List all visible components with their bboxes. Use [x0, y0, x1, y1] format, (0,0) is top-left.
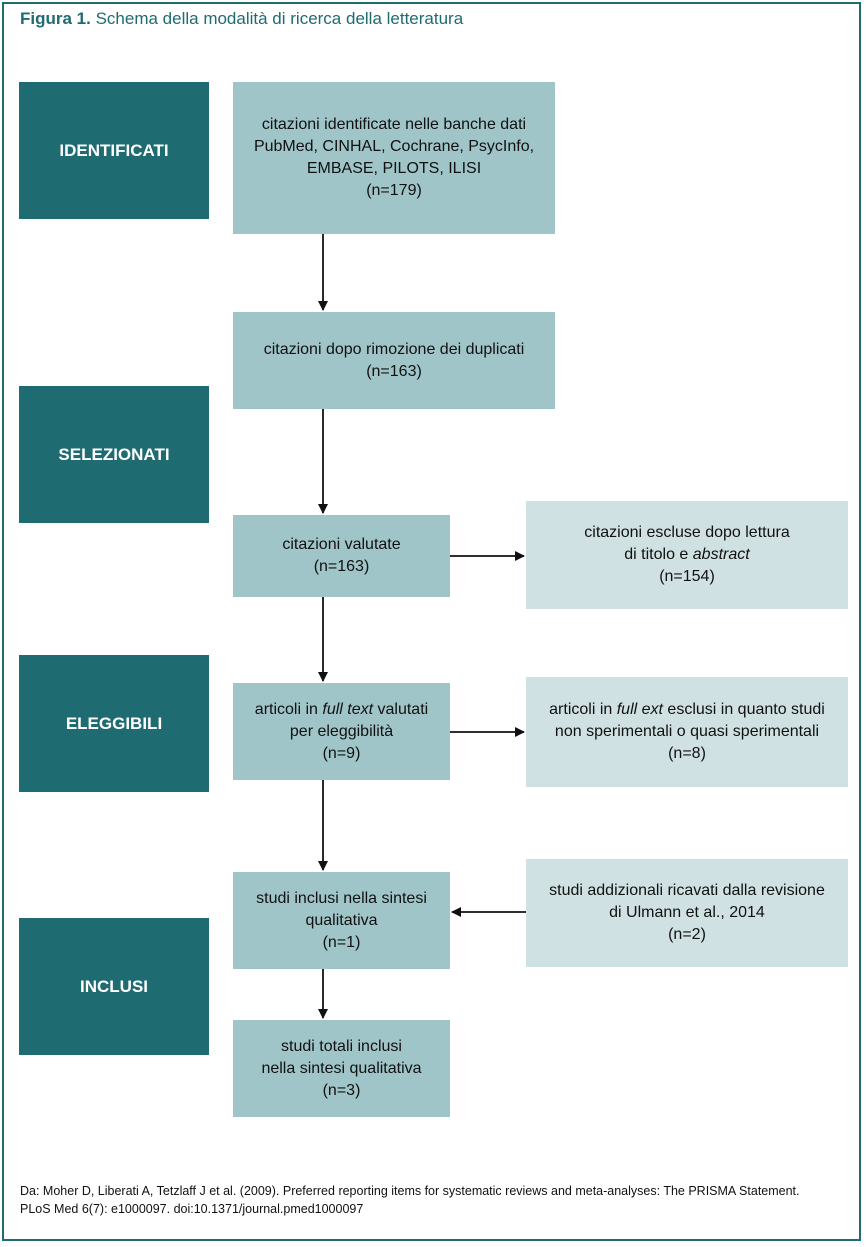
box-fulltext-line1-em: full text [322, 700, 374, 718]
box-excluded-fulltext-line2: non sperimentali o quasi sperimentali [554, 723, 820, 740]
box-dedup-count: (n=163) [366, 362, 422, 380]
box-excluded-fulltext-line1-em: full ext [616, 701, 663, 718]
box-excluded-screen-line1: citazioni escluse dopo lettura [584, 524, 790, 541]
stage-selected: SELEZIONATI [19, 386, 209, 523]
stage-included: INCLUSI [19, 918, 209, 1055]
box-identified-line1: citazioni identificate nelle banche dati [261, 116, 527, 133]
box-total-line2: nella sintesi qualitativa [261, 1059, 422, 1077]
box-qualitative: studi inclusi nella sintesi qualitativa … [233, 872, 450, 969]
stage-identified: IDENTIFICATI [19, 82, 209, 219]
box-screened-count: (n=163) [313, 558, 370, 575]
box-total-count: (n=3) [322, 1081, 361, 1099]
source-citation-line2: PLoS Med 6(7): e1000097. doi:10.1371/jou… [20, 1202, 364, 1216]
figure-label: Figura 1. [20, 9, 91, 28]
box-additional-line1: studi addizionali ricavati dalla revisio… [549, 882, 825, 899]
box-excluded-screen-count: (n=154) [659, 568, 715, 585]
box-excluded-fulltext-count: (n=8) [668, 745, 706, 762]
box-excluded-screen-line2-pre: di titolo e [624, 546, 693, 563]
box-qualitative-line2: qualitativa [305, 911, 378, 929]
box-excluded-screen: citazioni escluse dopo lettura di titolo… [526, 501, 848, 609]
box-total-line1: studi totali inclusi [281, 1037, 402, 1055]
figure-title-text: Schema della modalità di ricerca della l… [95, 9, 464, 28]
box-identified-line3: EMBASE, PILOTS, ILISI [306, 160, 482, 177]
box-dedup: citazioni dopo rimozione dei duplicati (… [233, 312, 555, 409]
box-excluded-fulltext: articoli in full ext esclusi in quanto s… [526, 677, 848, 787]
box-fulltext-line1-post: valutati [373, 700, 429, 718]
box-qualitative-count: (n=1) [322, 933, 361, 951]
box-identified-line2: PubMed, CINHAL, Cochrane, PsycInfo, [253, 138, 535, 155]
box-fulltext-line2: per eleggibilità [289, 722, 394, 740]
box-total: studi totali inclusi nella sintesi quali… [233, 1020, 450, 1117]
box-identified: citazioni identificate nelle banche dati… [233, 82, 555, 234]
box-screened-line1: citazioni valutate [282, 536, 401, 553]
box-fulltext-line1: articoli in full text valutati [255, 699, 428, 721]
box-excluded-fulltext-line1: articoli in full ext esclusi in quanto s… [549, 699, 825, 721]
box-fulltext-count: (n=9) [322, 744, 361, 762]
box-qualitative-line1: studi inclusi nella sintesi [256, 889, 427, 907]
source-citation-line1: Da: Moher D, Liberati A, Tetzlaff J et a… [20, 1184, 800, 1198]
box-dedup-line1: citazioni dopo rimozione dei duplicati [263, 340, 525, 358]
source-citation: Da: Moher D, Liberati A, Tetzlaff J et a… [20, 1182, 850, 1218]
box-excluded-screen-line2: di titolo e abstract [584, 544, 789, 566]
box-additional-line2: di Ulmann et al., 2014 [609, 904, 765, 921]
box-additional: studi addizionali ricavati dalla revisio… [526, 859, 848, 967]
box-excluded-fulltext-line1-post: esclusi in quanto studi [662, 701, 825, 718]
box-fulltext: articoli in full text valutati per elegg… [233, 683, 450, 780]
box-screened: citazioni valutate (n=163) [233, 515, 450, 597]
figure-title: Figura 1. Schema della modalità di ricer… [20, 9, 463, 29]
box-additional-count: (n=2) [668, 926, 706, 943]
box-excluded-screen-line2-em: abstract [692, 546, 750, 563]
box-excluded-fulltext-line1-pre: articoli in [549, 701, 617, 718]
box-identified-count: (n=179) [366, 182, 422, 199]
stage-eligible: ELEGGIBILI [19, 655, 209, 792]
box-fulltext-line1-pre: articoli in [254, 700, 323, 718]
